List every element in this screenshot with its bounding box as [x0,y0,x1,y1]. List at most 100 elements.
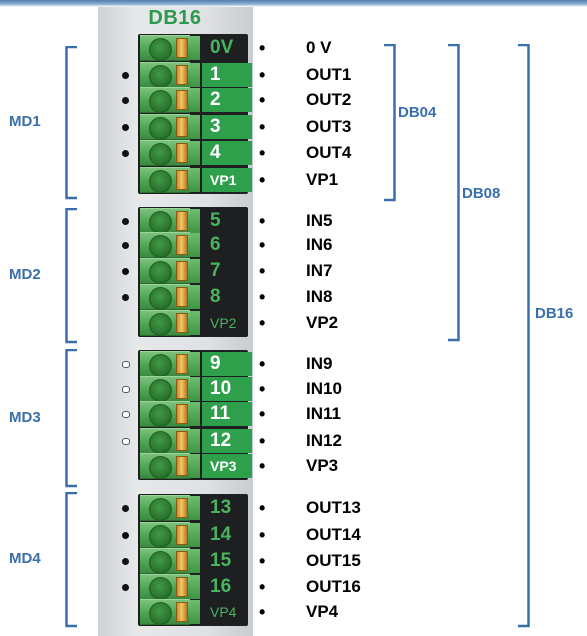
terminal-tab [190,88,200,112]
led-indicator [122,438,130,445]
pin-label: 1 [202,63,252,87]
spring-release-lever [176,602,188,622]
led-indicator [122,268,129,275]
spring-release-lever [176,354,188,374]
bullet-marker: • [259,313,266,333]
pin-label: 0V [210,37,234,58]
led-indicator [122,505,129,512]
spring-release-lever [176,261,188,281]
led-indicator [122,242,129,249]
signal-name: OUT15 [306,551,361,570]
signal-name: VP4 [306,602,339,621]
bullet-marker: • [259,287,266,307]
signal-name: IN9 [306,354,333,373]
signal-name: VP1 [306,170,339,189]
terminal-tab [190,168,200,192]
spring-release-lever [176,287,188,307]
module-bracket-md4 [65,492,79,628]
led-indicator [122,124,129,131]
module-bracket-md2 [65,208,79,344]
led-indicator [122,97,129,104]
signal-name: OUT13 [306,498,361,517]
block-bracket-db16 [518,44,532,628]
terminal-screw-hole [149,143,172,166]
pin-label: 10 [202,377,252,401]
terminal-tab [190,259,200,283]
terminal-tab [190,352,200,376]
terminal-tab [190,600,200,624]
spring-release-lever [176,65,188,85]
spring-release-lever [176,456,188,476]
spring-release-lever [176,235,188,255]
pin-label: 6 [210,234,221,255]
spring-release-lever [176,211,188,231]
spring-release-lever [176,431,188,451]
signal-name: OUT4 [306,143,352,162]
terminal-screw-hole [149,456,172,479]
terminal-tab [190,141,200,165]
terminal-screw-hole [149,211,172,234]
terminal-screw-hole [149,577,172,600]
signal-name: IN11 [306,404,341,423]
pin-label: 13 [210,497,232,518]
terminal-tab [190,311,200,335]
signal-name: IN12 [306,431,342,450]
spring-release-lever [176,90,188,110]
bullet-marker: • [259,117,266,137]
pin-label: 4 [202,141,252,165]
terminal-screw-hole [149,498,172,521]
terminal-screw-hole [149,90,172,113]
block-bracket-db04-path [384,44,396,202]
terminal-screw-hole [149,379,172,402]
spring-release-lever [176,170,188,190]
pin-label: 12 [202,429,252,453]
led-indicator [122,532,129,539]
terminal-tab [190,549,200,573]
top-border-strip [0,0,587,7]
led-indicator [122,361,130,368]
module-label-md1: MD1 [9,113,41,130]
pin-label: 14 [210,524,232,545]
pin-label: 8 [210,286,221,307]
terminal-tab [190,63,200,87]
signal-name: VP3 [306,456,339,475]
module-bracket-md2-shape [65,208,77,344]
spring-release-lever [176,551,188,571]
pin-label: 15 [210,550,232,571]
terminal-tab [190,575,200,599]
terminal-screw-hole [149,170,172,193]
spring-release-lever [176,313,188,333]
terminal-tab [190,454,200,478]
bullet-marker: • [259,404,266,424]
signal-name: OUT16 [306,577,361,596]
bullet-marker: • [259,498,266,518]
spring-release-lever [176,404,188,424]
bullet-marker: • [259,379,266,399]
signal-name: VP2 [306,313,339,332]
block-bracket-db08-path [448,44,460,342]
led-indicator [122,558,129,565]
module-bracket-md3-shape [65,349,77,488]
terminal-tab [190,36,200,60]
bullet-marker: • [259,456,266,476]
pin-label: 2 [202,88,252,112]
module-bracket-md1-path [65,46,77,200]
terminal-tab [190,285,200,309]
terminal-tab [190,429,200,453]
bullet-marker: • [259,235,266,255]
signal-name: OUT14 [306,525,361,544]
block-bracket-db04-shape [384,44,396,202]
block-label-db04: DB04 [398,104,437,121]
bullet-marker: • [259,431,266,451]
led-indicator [122,386,130,393]
block-bracket-db16-path [518,44,530,628]
terminal-socket [140,495,190,521]
terminal-screw-hole [149,354,172,377]
signal-name: 0 V [306,38,332,57]
terminal-screw-hole [149,65,172,88]
spring-release-lever [176,379,188,399]
spring-release-lever [176,577,188,597]
signal-name: OUT3 [306,117,352,136]
spring-release-lever [176,117,188,137]
bullet-marker: • [259,38,266,58]
